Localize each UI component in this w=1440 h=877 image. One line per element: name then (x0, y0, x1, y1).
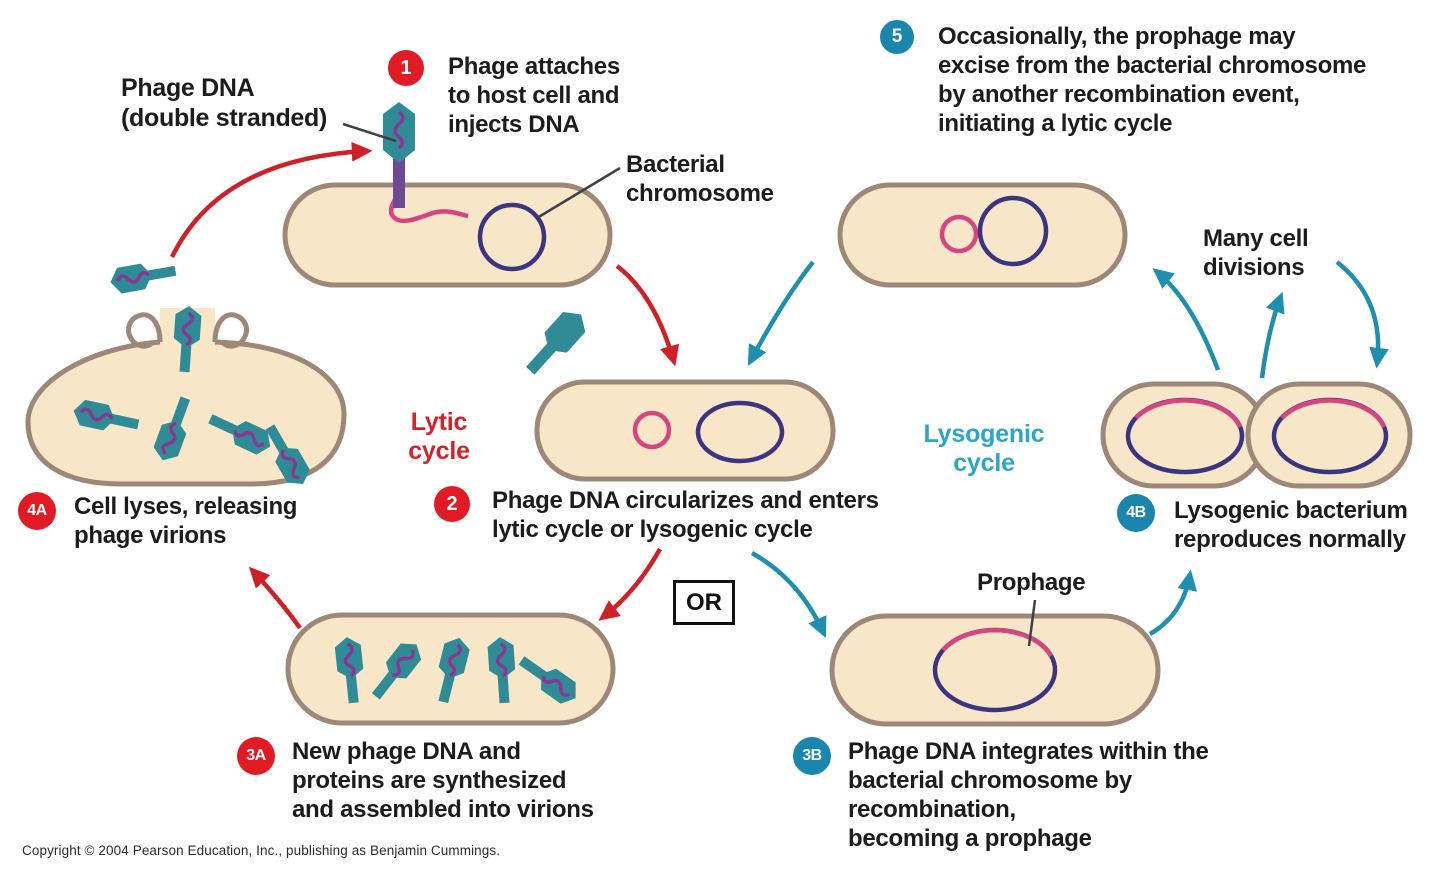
step-1-text: Phage attaches to host cell and injects … (448, 53, 620, 138)
step-3a-text: New phage DNA and proteins are synthesiz… (292, 738, 594, 823)
bacterium-dividing (1100, 381, 1413, 489)
copyright-notice: Copyright © 2004 Pearson Education, Inc.… (22, 843, 501, 858)
arrow-division-loop-middle (1259, 291, 1285, 379)
lysis-curl-right (212, 312, 249, 349)
prophage-chromosome (932, 627, 1058, 713)
excised-phage-dna-figure8 (939, 195, 1049, 267)
bacterium-circularized (534, 379, 836, 482)
arrow-enter-lytic (598, 547, 662, 621)
arrow-assembly-to-lysis (248, 566, 302, 630)
step-4b-badge: 4B (1117, 494, 1155, 532)
injected-phage-dna (388, 192, 469, 224)
empty-phage-icon (519, 304, 593, 381)
step-4b-text: Lysogenic bacterium reproduces normally (1174, 497, 1408, 553)
daughter-chromosomes (1125, 397, 1389, 475)
or-choice-box: OR (673, 580, 735, 625)
leader-prophage (1027, 599, 1037, 647)
prophage-label: Prophage (977, 569, 1086, 596)
arrow-excision-to-circularization (747, 260, 815, 366)
step-4a-badge: 4A (18, 492, 56, 530)
arrow-injection-to-circularization (615, 264, 680, 367)
or-label: OR (686, 588, 722, 616)
phage-dna-label: Phage DNA (double stranded) (121, 74, 328, 132)
step-5-text: Occasionally, the prophage may excise fr… (938, 23, 1367, 137)
step-4a-text: Cell lyses, releasing phage virions (74, 493, 298, 549)
step-1-badge: 1 (388, 50, 424, 86)
circularized-phage-dna (632, 400, 785, 464)
step-5-badge: 5 (880, 20, 914, 54)
bacterium-infected (282, 182, 613, 288)
phage-attached-icon (383, 102, 415, 208)
step-2-badge: 2 (434, 486, 470, 522)
leader-phage-dna (342, 122, 397, 143)
arrow-division-loop-left (1152, 268, 1221, 371)
step-3a-badge: 3A (237, 737, 275, 775)
step-2-text: Phage DNA circularizes and enters lytic … (492, 487, 879, 543)
many-cell-divisions-label: Many cell divisions (1203, 225, 1309, 281)
lysis-curl-left (126, 312, 163, 349)
bacterium-prophage (829, 613, 1161, 727)
lytic-cycle-label: Lytic cycle (408, 408, 470, 465)
arrow-division-loop-right (1335, 260, 1389, 369)
bacterial-chromosome-label: Bacterial chromosome (626, 151, 774, 207)
lysogenic-cycle-label: Lysogenic cycle (923, 420, 1045, 477)
arrow-enter-lysogenic (750, 551, 827, 639)
arrow-reinfection (169, 141, 373, 258)
leader-bacterial-chromosome (536, 166, 621, 220)
step-3b-badge: 3B (793, 737, 831, 775)
step-3b-text: Phage DNA integrates within the bacteria… (848, 738, 1209, 852)
arrow-prophage-to-division (1148, 569, 1198, 636)
bacterial-chromosome-circle (477, 202, 547, 272)
bacterium-excision (837, 182, 1128, 288)
